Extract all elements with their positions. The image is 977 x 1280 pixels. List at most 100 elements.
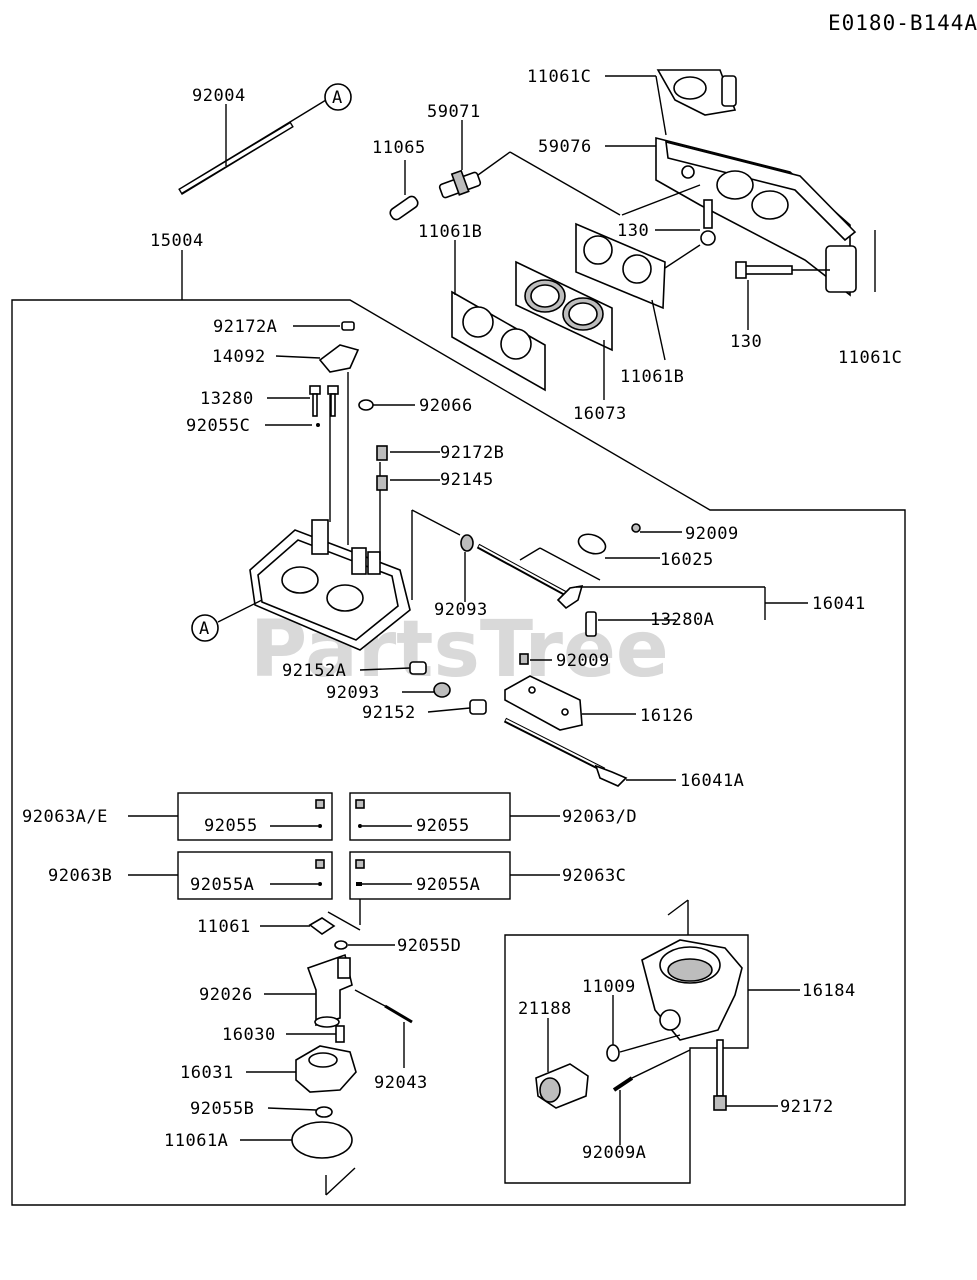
box-16184	[504, 934, 749, 1184]
bushing-92152A[interactable]	[359, 661, 427, 675]
label-130-a: 130	[617, 221, 649, 241]
shaft-group[interactable]	[476, 523, 808, 620]
label-92063B: 92063B	[48, 866, 112, 886]
screw-92172B[interactable]	[376, 445, 440, 461]
screw-13280[interactable]	[267, 385, 339, 417]
label-16031: 16031	[180, 1063, 234, 1083]
pin-92043[interactable]	[354, 989, 413, 1068]
label-16041: 16041	[812, 594, 866, 614]
label-92172B: 92172B	[440, 443, 504, 463]
label-13280A: 13280A	[650, 610, 714, 630]
callout-a-top: A	[332, 88, 343, 108]
jets	[270, 799, 412, 886]
label-21188: 21188	[518, 999, 572, 1019]
label-14092: 14092	[212, 347, 266, 367]
fitting-59071[interactable]	[438, 120, 621, 216]
stud-92004[interactable]	[178, 99, 327, 195]
label-92066: 92066	[419, 396, 473, 416]
body-16184[interactable]	[641, 939, 743, 1041]
bushing-92152[interactable]	[427, 699, 487, 715]
label-11061B-a: 11061B	[418, 222, 482, 242]
label-92009A: 92009A	[582, 1143, 646, 1163]
diagram-code: E0180-B144A	[828, 11, 977, 35]
screw-92009-b[interactable]	[519, 653, 552, 665]
label-11061C-right: 11061C	[838, 348, 902, 368]
label-92043: 92043	[374, 1073, 428, 1093]
label-92063AE: 92063A/E	[22, 807, 108, 827]
label-16030: 16030	[222, 1025, 276, 1045]
label-16041A: 16041A	[680, 771, 744, 791]
label-59071: 59071	[427, 102, 481, 122]
o-ring-92055B[interactable]	[267, 1106, 333, 1118]
o-ring-92066[interactable]	[358, 399, 415, 411]
screw-92009A[interactable]	[612, 1049, 691, 1145]
label-16073: 16073	[573, 404, 627, 424]
callout-a-circle-top	[324, 83, 352, 111]
callout-a-bottom: A	[199, 619, 210, 639]
label-92055-right: 92055	[416, 816, 470, 836]
gasket-11061B-left[interactable]	[451, 240, 546, 392]
label-92009-b: 92009	[556, 651, 610, 671]
label-130-b: 130	[730, 332, 762, 352]
label-11061A: 11061A	[164, 1131, 228, 1151]
label-92172A: 92172A	[213, 317, 277, 337]
assembly-frame	[11, 299, 906, 1206]
bracket-16126[interactable]	[504, 675, 636, 731]
label-16025: 16025	[660, 550, 714, 570]
label-92152A: 92152A	[282, 661, 346, 681]
label-16184: 16184	[802, 981, 856, 1001]
washer-92093-a[interactable]	[460, 534, 474, 602]
label-92093-b: 92093	[326, 683, 380, 703]
o-ring-92055D[interactable]	[334, 940, 395, 950]
label-92063C: 92063C	[562, 866, 626, 886]
needle-16030[interactable]	[286, 1025, 345, 1043]
label-92063D: 92063/D	[562, 807, 637, 827]
gasket-11061C-top[interactable]	[605, 69, 737, 136]
screw-92172[interactable]	[713, 1039, 778, 1111]
label-92145: 92145	[440, 470, 494, 490]
plate-14092[interactable]	[275, 344, 360, 373]
screw-92172A[interactable]	[293, 321, 355, 331]
label-92026: 92026	[199, 985, 253, 1005]
label-11061: 11061	[197, 917, 251, 937]
label-92009-a: 92009	[685, 524, 739, 544]
shaft-16041A[interactable]	[503, 717, 676, 787]
label-92004: 92004	[192, 86, 246, 106]
label-92055A-left: 92055A	[190, 875, 254, 895]
throttle-body-16073[interactable]	[515, 260, 613, 400]
label-92055A-right: 92055A	[416, 875, 480, 895]
callout-a-circle-bottom	[191, 614, 219, 642]
label-92055D: 92055D	[397, 936, 461, 956]
solenoid-21188[interactable]	[535, 1018, 589, 1109]
label-11065: 11065	[372, 138, 426, 158]
gasket-11061B-right[interactable]	[575, 222, 666, 361]
label-15004: 15004	[150, 231, 204, 251]
intake-manifold-59076[interactable]	[605, 136, 857, 297]
label-92152: 92152	[362, 703, 416, 723]
bolt-130-a[interactable]	[621, 184, 716, 246]
label-16126: 16126	[640, 706, 694, 726]
carburetor-body[interactable]	[249, 372, 461, 651]
bolt-130-b[interactable]	[735, 261, 830, 330]
pin-11065[interactable]	[388, 160, 419, 222]
washer-92093-b[interactable]	[402, 682, 451, 698]
label-92055-left: 92055	[204, 816, 258, 836]
label-92172: 92172	[780, 1097, 834, 1117]
label-11061B-b: 11061B	[620, 367, 684, 387]
label-92093-a: 92093	[434, 600, 488, 620]
screw-13280A[interactable]	[585, 611, 676, 637]
label-92055B: 92055B	[190, 1099, 254, 1119]
label-59076: 59076	[538, 137, 592, 157]
washer-11009[interactable]	[606, 995, 681, 1062]
bowl-16031[interactable]	[246, 1045, 357, 1093]
screw-92145[interactable]	[376, 475, 440, 491]
gasket-11061A[interactable]	[240, 1121, 356, 1196]
label-11009: 11009	[582, 977, 636, 997]
gasket-11061[interactable]	[260, 917, 336, 935]
label-11061C-top: 11061C	[527, 67, 591, 87]
label-92055C: 92055C	[186, 416, 250, 436]
o-ring-92055C[interactable]	[265, 423, 320, 427]
float-92026[interactable]	[264, 953, 353, 1028]
label-13280: 13280	[200, 389, 254, 409]
